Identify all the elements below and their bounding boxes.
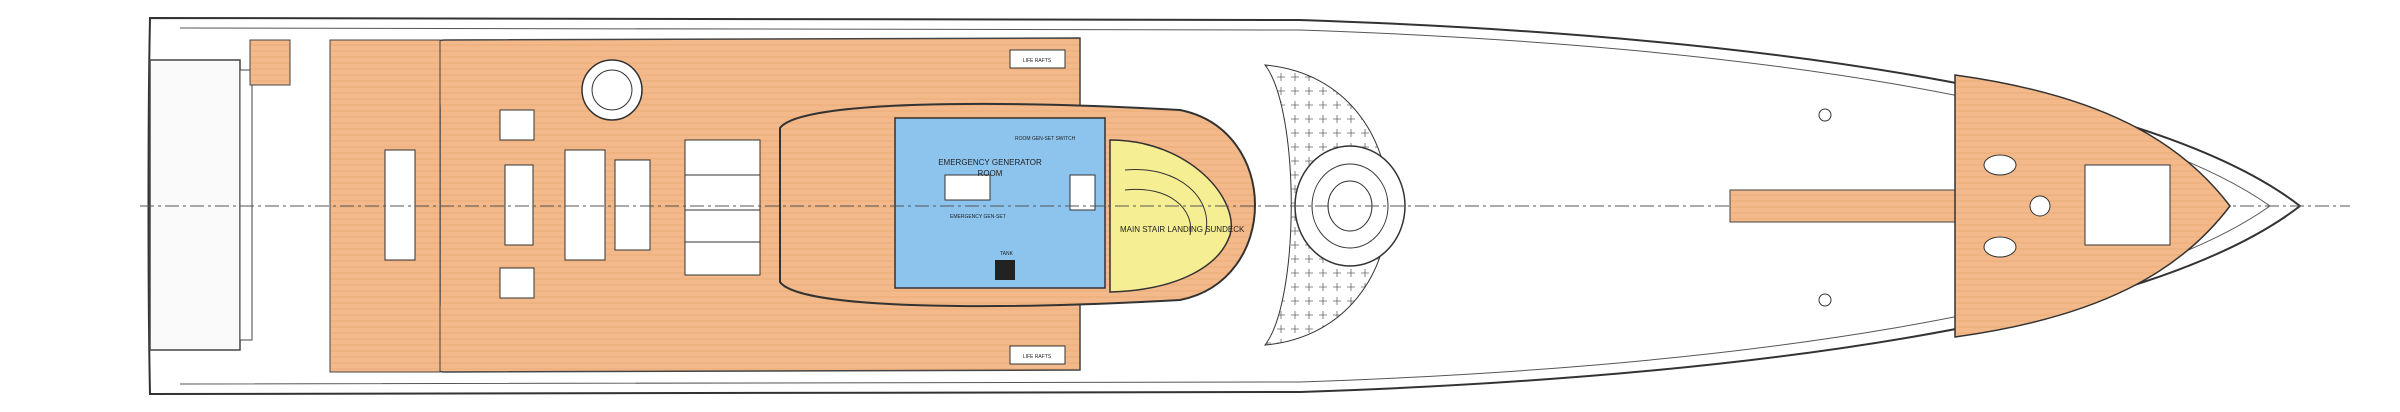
windlass-top (1983, 154, 2017, 176)
anchor-locker (2084, 164, 2171, 246)
aft-stair-top (249, 39, 291, 86)
porthole-bottom (1818, 293, 1832, 307)
lounge-sofa (564, 149, 606, 261)
aft-platform (149, 59, 241, 351)
life-raft-bottom-label: LIFE RAFTS (1023, 354, 1052, 360)
porthole-top (1818, 108, 1832, 122)
bar-counter (384, 149, 416, 261)
room-small-label-1: EMERGENCY GEN-SET (950, 214, 1006, 220)
top-small-label: ROOM GEN-SET SWITCH (1015, 136, 1076, 142)
life-raft-top-label: LIFE RAFTS (1023, 58, 1052, 64)
stair-label: MAIN STAIR LANDING SUNDECK (1120, 225, 1245, 234)
stair-landing (1109, 139, 1232, 293)
spiral-stair (1124, 169, 1208, 236)
chair-top (499, 109, 535, 141)
room-title: EMERGENCY GENERATOR (938, 158, 1042, 167)
dining-table (504, 164, 534, 246)
chair-bottom (499, 267, 535, 299)
aft-swim-steps (239, 69, 253, 341)
room-small-label-2: TANK (1000, 251, 1014, 257)
life-raft-bottom (1009, 345, 1066, 365)
bow-walkway (1729, 189, 1961, 223)
sunbed-block (684, 139, 761, 276)
room-title-2: ROOM (978, 169, 1003, 178)
life-raft-top (1009, 49, 1066, 69)
lounge-armchair (614, 159, 651, 251)
windlass-bottom (1983, 236, 2017, 258)
bow-hatch (2029, 195, 2051, 217)
